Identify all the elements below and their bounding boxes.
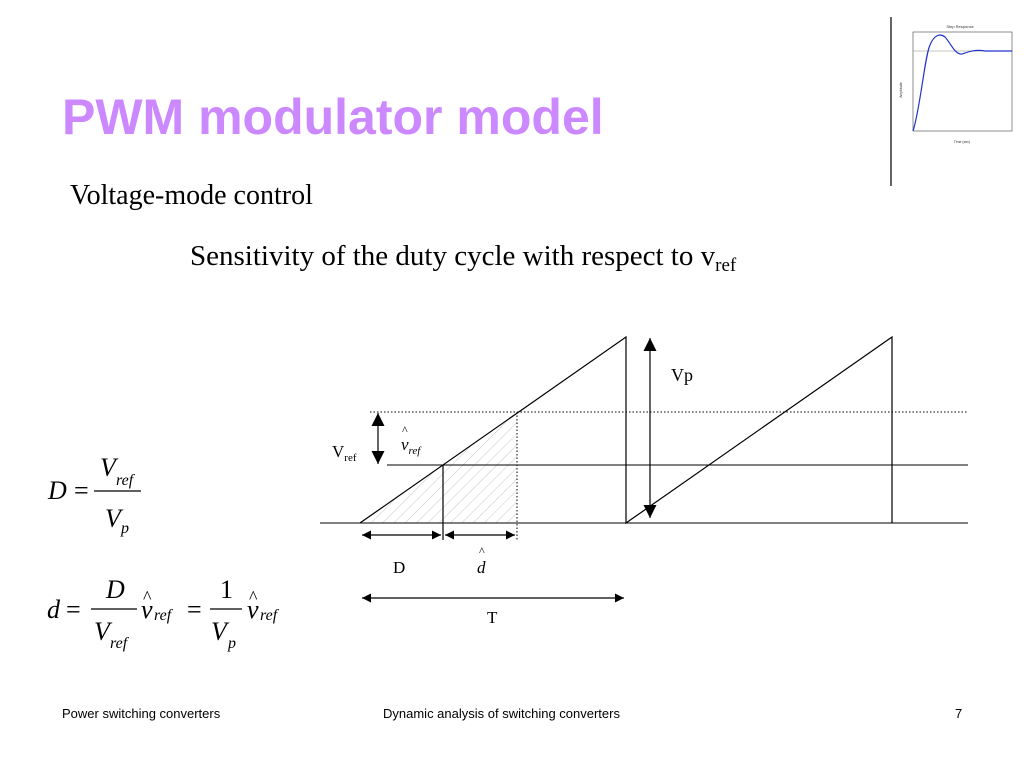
formula2-v1: v [141, 595, 153, 624]
vref-hat-label: vref [401, 435, 420, 457]
sawtooth-carrier [359, 335, 893, 525]
formula1-num-ref: ref [116, 472, 136, 489]
formula2-den-V2: V [211, 617, 230, 646]
vref-hat-main: v [401, 435, 409, 454]
formula2-v2: v [247, 595, 259, 624]
formula2-hat2: ^ [249, 587, 258, 607]
slide-subtitle: Voltage-mode control [70, 180, 313, 211]
formula2-hat1: ^ [143, 587, 152, 607]
thumbnail-xlabel: Time (sec) [954, 140, 970, 144]
dhat-hat: ^ [479, 544, 485, 558]
sensitivity-text: Sensitivity of the duty cycle with respe… [190, 240, 716, 272]
formula2-d: d [47, 595, 61, 624]
t-label: T [487, 608, 498, 627]
formula2-eq1: = [66, 595, 81, 624]
formula2-ref2: ref [260, 607, 280, 624]
vp-label: Vp [671, 365, 693, 385]
formula1-num-V: V [100, 453, 119, 482]
thumbnail-plot-frame [912, 31, 1013, 132]
d-upper-label: D [393, 558, 406, 577]
vref-hat-hat: ^ [402, 423, 408, 437]
formula2-den-ref: ref [110, 635, 130, 652]
footer-left: Power switching converters [62, 706, 221, 721]
vref-label-sub: ref [344, 452, 357, 464]
sensitivity-subscript: ref [715, 255, 737, 276]
formula2-eq2: = [187, 595, 202, 624]
formula1-D: D [47, 476, 67, 505]
vref-label-main: V [332, 442, 345, 461]
formula2-den-V: V [94, 617, 113, 646]
thumbnail-title: Step Response [946, 24, 974, 29]
formula2-den-p: p [227, 635, 236, 652]
formula1-den-p: p [120, 520, 129, 537]
sensitivity-heading: Sensitivity of the duty cycle with respe… [190, 240, 737, 276]
formula2-num-D: D [105, 575, 125, 604]
vref-label: Vref [332, 442, 357, 464]
footer-page-number: 7 [955, 706, 963, 721]
formula1-den-V: V [105, 504, 124, 533]
vref-hat-sub: ref [408, 445, 421, 457]
slide-title: PWM modulator model [62, 89, 604, 145]
hatched-region-dhat [443, 412, 517, 523]
formula1-eq: = [74, 476, 89, 505]
dhat-label: d [477, 558, 486, 577]
formula2-num-1: 1 [220, 575, 233, 604]
thumbnail-ylabel: Amplitude [899, 82, 903, 98]
thumbnail-step-curve [912, 34, 1012, 132]
formula2-ref1: ref [154, 607, 174, 624]
footer-center: Dynamic analysis of switching converters [383, 706, 620, 721]
